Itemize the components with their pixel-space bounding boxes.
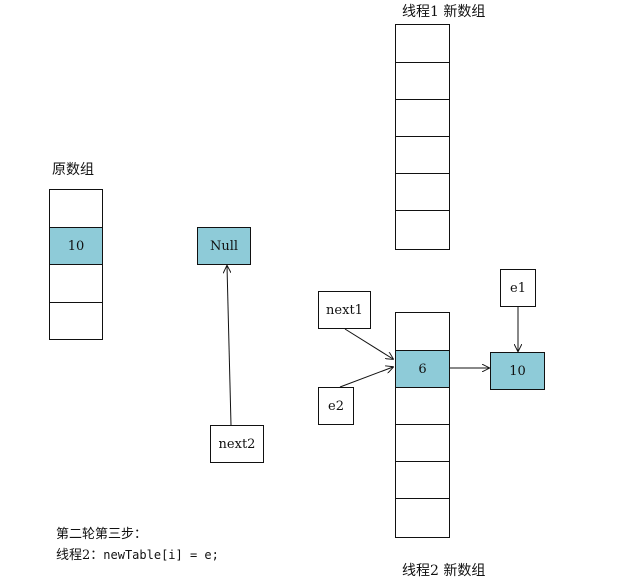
caption-line-1: 第二轮第三步： [56,527,148,542]
arrow-e2-to-slot [339,367,393,388]
thread2-array-cell-1: 6 [395,351,450,388]
thread1-array-title: 线程1 新数组 [402,4,486,20]
next2-node: next2 [210,425,264,463]
null-node: Null [197,227,251,265]
thread2-array-cell-5 [395,499,450,538]
next1-node: next1 [318,291,371,329]
caption-line-2: 线程2：newTable[i] = e; [56,545,219,566]
thread2-array-cell-4 [395,462,450,499]
thread2-new-array: 6 [395,312,450,538]
thread1-array-cell-5 [395,211,450,250]
original-array-cell-0 [49,190,103,228]
caption-line-2-prefix: 线程2： [56,548,104,563]
thread2-array-cell-3 [395,425,450,462]
e1-node: e1 [500,269,536,307]
thread2-array-title: 线程2 新数组 [402,563,486,579]
thread2-array-cell-2 [395,388,450,425]
e2-node: e2 [318,387,354,425]
arrow-next2-to-null [227,266,232,426]
node-10: 10 [490,352,545,390]
original-array-cell-1: 10 [49,228,103,265]
thread1-new-array [395,24,450,250]
thread1-array-cell-4 [395,174,450,211]
thread1-array-cell-0 [395,25,450,63]
original-array-cell-3 [49,303,103,340]
original-array: 10 [49,189,103,340]
thread1-array-cell-1 [395,63,450,100]
thread1-array-cell-3 [395,137,450,174]
arrow-next1-to-slot [344,328,393,359]
step-caption: 第二轮第三步： 线程2：newTable[i] = e; [56,525,219,566]
original-array-title: 原数组 [52,162,94,178]
caption-line-2-code: newTable[i] = e; [103,548,219,562]
thread2-array-cell-0 [395,313,450,351]
original-array-cell-2 [49,265,103,303]
thread1-array-cell-2 [395,100,450,137]
